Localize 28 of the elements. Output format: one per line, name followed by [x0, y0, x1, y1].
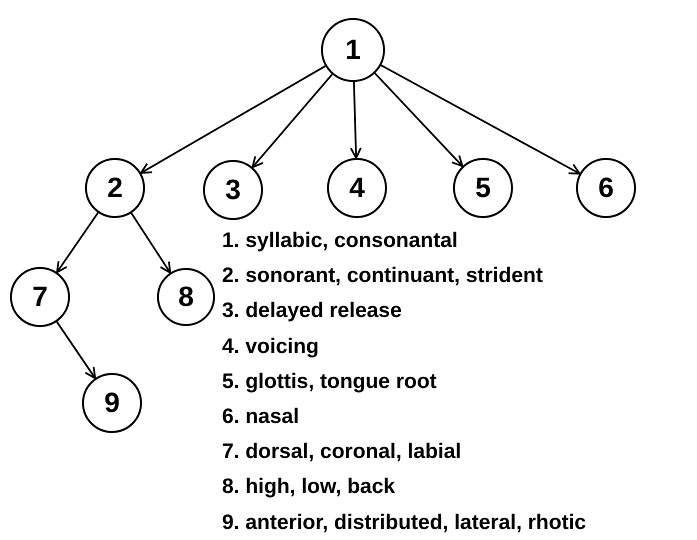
node-number: 1: [345, 36, 361, 64]
feature-note: 8. high, low, back: [222, 474, 396, 500]
feature-note: 1. syllabic, consonantal: [222, 228, 458, 254]
arrow: [252, 74, 333, 168]
arrow: [56, 321, 96, 380]
arrow: [56, 212, 99, 274]
feature-note: 9. anterior, distributed, lateral, rhotic: [222, 510, 586, 535]
tree-node-circle: [10, 267, 70, 327]
arrow: [350, 82, 362, 159]
arrow: [130, 212, 172, 274]
node-number: 5: [475, 174, 491, 202]
feature-note: 5. glottis, tongue root: [222, 368, 437, 394]
node-number: 3: [225, 176, 241, 204]
node-number: 9: [104, 389, 120, 417]
node-number: 2: [107, 174, 123, 202]
node-number: 7: [32, 283, 48, 311]
node-number: 8: [178, 283, 194, 311]
feature-note: 2. sonorant, continuant, strident: [222, 263, 543, 288]
arrow: [374, 72, 464, 168]
feature-note: 7. dorsal, coronal, labial: [222, 439, 462, 464]
node-number: 6: [598, 174, 614, 202]
arrow: [140, 65, 326, 174]
feature-note: 3. delayed release: [222, 298, 402, 324]
feature-note: 4. voicing: [222, 334, 319, 359]
feature-note: 6. nasal: [222, 404, 300, 430]
arrow: [380, 64, 581, 175]
node-number: 4: [349, 174, 365, 202]
tree-node-circle: [321, 18, 385, 82]
